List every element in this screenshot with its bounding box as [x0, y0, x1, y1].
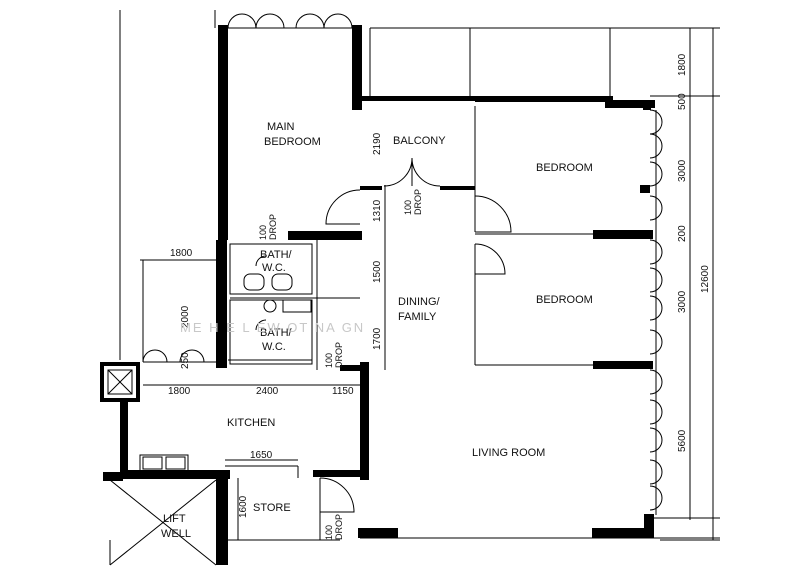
dimension-lines [143, 28, 714, 540]
drop-main-bedroom-2: DROP [268, 214, 278, 240]
dim-top-1800: 1800 [170, 248, 193, 259]
drop-main-bedroom-1: 100 [258, 225, 268, 240]
lift-label-2: WELL [161, 528, 191, 540]
top-folding-windows [227, 13, 353, 29]
store-label: STORE [253, 502, 291, 514]
dim-col-2190: 2190 [372, 132, 383, 155]
dim-col-1310: 1310 [372, 199, 383, 222]
main-bedroom-label-2: BEDROOM [264, 136, 321, 148]
lift-well-cross [109, 479, 217, 566]
living-room-label: LIVING ROOM [472, 447, 545, 459]
dim-right-500: 500 [677, 93, 688, 110]
drop-labels: 100 DROP 100 DROP 100 DROP 100 DROP [258, 189, 423, 540]
bath-top-label-1: BATH/ [260, 249, 293, 261]
dim-store-1600: 1600 [238, 495, 249, 518]
lift-box [104, 366, 136, 398]
bedroom-mid-label: BEDROOM [536, 294, 593, 306]
dim-store-1650: 1650 [250, 450, 273, 461]
bath-top-label-2: W.C. [262, 262, 286, 274]
boundary-lines [109, 10, 720, 565]
dim-overall-12600: 12600 [700, 265, 711, 293]
dim-right-3000b: 3000 [677, 290, 688, 313]
right-folding-windows [649, 109, 663, 515]
room-labels: MAIN BEDROOM BALCONY BEDROOM BEDROOM BAT… [161, 121, 593, 540]
dim-right-5600: 5600 [677, 429, 688, 452]
dim-row-1800: 1800 [168, 386, 191, 397]
dim-left-2000: 2000 [180, 305, 191, 328]
dim-row-2400: 2400 [256, 386, 279, 397]
kitchen-label: KITCHEN [227, 417, 275, 429]
lift-label-1: LIFT [163, 513, 186, 525]
kitchen-sink [139, 454, 189, 472]
interior-doors [142, 157, 512, 513]
dining-label-1: DINING/ [398, 296, 441, 308]
dim-left-250: 250 [180, 352, 191, 369]
drop-balcony-2: DROP [413, 189, 423, 215]
dimension-labels: 1800 500 3000 200 3000 5600 12600 2190 1… [168, 53, 711, 518]
drop-store-2: DROP [334, 514, 344, 540]
dim-right-200: 200 [677, 225, 688, 242]
drop-bath-2: DROP [334, 342, 344, 368]
drop-bath-1: 100 [324, 353, 334, 368]
dim-col-1700: 1700 [372, 327, 383, 350]
bath-fixtures [228, 243, 313, 365]
watermark: ME H E L EW OT NA GN [180, 320, 365, 335]
dim-row-1150: 1150 [332, 386, 354, 397]
bath-bottom-label-1: BATH/ [260, 327, 293, 339]
dim-col-1500: 1500 [372, 260, 383, 283]
drop-balcony-1: 100 [403, 200, 413, 215]
dim-right-1800: 1800 [677, 53, 688, 76]
drop-store-1: 100 [324, 525, 334, 540]
bath-bottom-label-2: W.C. [262, 341, 286, 353]
balcony-label: BALCONY [393, 135, 446, 147]
dining-label-2: FAMILY [398, 311, 437, 323]
main-bedroom-label-1: MAIN [267, 121, 295, 133]
dim-right-3000a: 3000 [677, 159, 688, 182]
bedroom-top-label: BEDROOM [536, 162, 593, 174]
